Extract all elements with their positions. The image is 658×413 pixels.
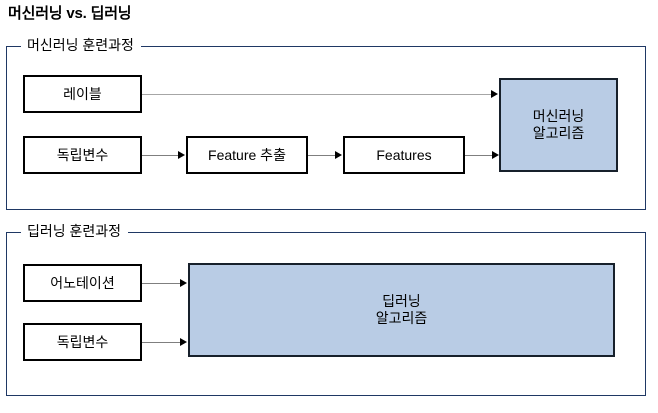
node-label-box[interactable]: 레이블 bbox=[23, 75, 142, 113]
node-independent-variable-ml[interactable]: 독립변수 bbox=[23, 136, 142, 174]
node-feature-extraction[interactable]: Feature 추출 bbox=[186, 136, 308, 174]
page-title: 머신러닝 vs. 딥러닝 bbox=[8, 5, 132, 22]
deep-learning-group-label: 딥러닝 훈련과정 bbox=[21, 222, 129, 240]
connector-independent-to-feature-extraction bbox=[142, 155, 178, 156]
arrowhead-annotation-to-dl-algorithm-icon bbox=[180, 279, 187, 287]
connector-feature-extraction-to-features bbox=[308, 155, 335, 156]
arrowhead-independent-to-feature-extraction-icon bbox=[178, 151, 185, 159]
arrowhead-independent-to-dl-algorithm-icon bbox=[180, 338, 187, 346]
deep-learning-group: 딥러닝 훈련과정 bbox=[6, 222, 646, 396]
arrowhead-features-to-ml-algorithm-icon bbox=[492, 151, 499, 159]
arrowhead-label-to-ml-algorithm-icon bbox=[491, 90, 498, 98]
connector-features-to-ml-algorithm bbox=[465, 155, 492, 156]
machine-learning-group: 머신러닝 훈련과정 bbox=[6, 36, 646, 210]
machine-learning-group-label: 머신러닝 훈련과정 bbox=[21, 36, 141, 54]
node-annotation[interactable]: 어노테이션 bbox=[23, 264, 142, 302]
node-deep-learning-algorithm[interactable]: 딥러닝 알고리즘 bbox=[188, 263, 615, 357]
arrowhead-feature-extraction-to-features-icon bbox=[335, 151, 342, 159]
connector-independent-to-dl-algorithm bbox=[142, 342, 180, 343]
node-features[interactable]: Features bbox=[343, 136, 465, 174]
connector-label-to-ml-algorithm bbox=[142, 94, 492, 95]
node-independent-variable-dl[interactable]: 독립변수 bbox=[23, 323, 142, 361]
connector-annotation-to-dl-algorithm bbox=[142, 283, 180, 284]
node-machine-learning-algorithm[interactable]: 머신러닝 알고리즘 bbox=[499, 78, 618, 172]
